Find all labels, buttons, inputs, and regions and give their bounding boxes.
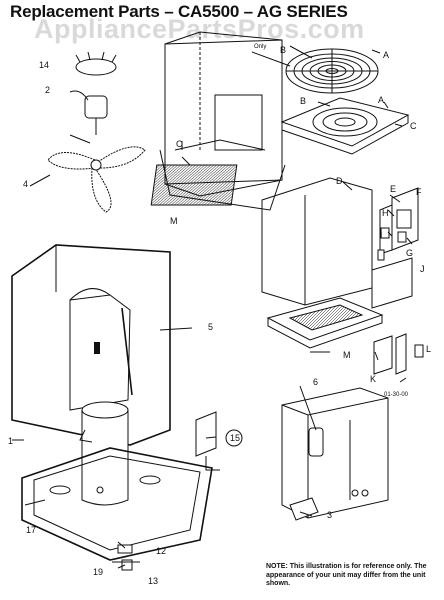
control-box xyxy=(379,187,419,255)
part-label-d: D xyxy=(336,176,343,186)
compressor xyxy=(79,401,129,506)
part-label-4: 4 xyxy=(23,179,28,189)
part-label-m-right: M xyxy=(343,350,351,360)
part-label-g: G xyxy=(406,248,413,258)
coil-guard-assembly xyxy=(150,31,286,211)
disclaimer-note: NOTE: This illustration is for reference… xyxy=(266,563,427,587)
part-label-h: H xyxy=(382,208,389,218)
part-label-l: L xyxy=(426,344,431,354)
part-label-12: 12 xyxy=(156,546,166,556)
part-label-15: 15 xyxy=(230,433,240,443)
part-label-o: O xyxy=(176,139,183,149)
part-label-17: 17 xyxy=(26,525,36,535)
cabinet-section xyxy=(281,387,389,521)
part-label-b-top: B xyxy=(280,45,286,55)
part-label-3: 3 xyxy=(327,510,332,520)
part-label-i: I xyxy=(380,230,383,240)
part-label-j: J xyxy=(420,264,425,274)
leader-lines xyxy=(12,45,413,569)
diagram-code: 01-30-00 xyxy=(384,392,409,398)
brackets xyxy=(373,333,424,375)
diagram-title: Replacement Parts – CA5500 – AG SERIES xyxy=(10,2,348,21)
base-pan-right xyxy=(266,297,384,349)
base-pan xyxy=(21,447,213,561)
part-label-b-cover: B xyxy=(300,96,306,106)
part-label-f: F xyxy=(416,187,422,197)
part-label-2: 2 xyxy=(45,85,50,95)
part-label-15-circle xyxy=(225,429,243,447)
service-valve xyxy=(195,411,220,471)
part-label-c: C xyxy=(410,121,417,131)
part-label-1: 1 xyxy=(8,436,13,446)
top-cover xyxy=(280,97,410,155)
condenser-coil xyxy=(11,244,171,446)
part-label-m-top: M xyxy=(170,216,178,226)
part-label-e: E xyxy=(390,184,396,194)
part-label-a-cover: A xyxy=(378,95,384,105)
part-label-5: 5 xyxy=(208,322,213,332)
part-label-13: 13 xyxy=(148,576,158,586)
part-label-k: K xyxy=(370,374,376,384)
only-label: Only xyxy=(254,44,266,50)
access-panel xyxy=(371,249,413,309)
fan-motor xyxy=(69,51,117,135)
part-label-6: 6 xyxy=(313,377,318,387)
fan-blade xyxy=(47,146,146,213)
coil-grille xyxy=(261,177,373,306)
part-label-a-top: A xyxy=(383,50,389,60)
part-label-14: 14 xyxy=(39,60,49,70)
part-label-19: 19 xyxy=(93,567,103,577)
valve-assembly xyxy=(112,544,140,571)
fan-guard xyxy=(285,48,379,94)
